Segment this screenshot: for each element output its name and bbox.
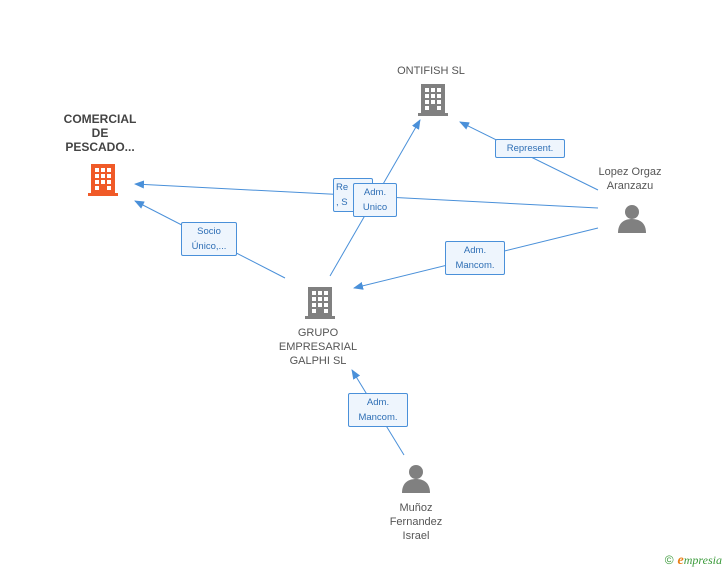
edge-label-line: Único,... [191,241,227,252]
node-label-line: PESCADO... [65,140,135,154]
node-label-comercial[interactable]: COMERCIAL DE PESCADO... [55,112,145,154]
edge-label-lopez-ontifish[interactable]: Represent. [495,139,565,158]
building-icon[interactable] [418,84,448,116]
edge-label-galphi-ontifish[interactable]: Adm. Unico [353,183,397,217]
edge-label-line: Re [336,182,349,193]
edge-label-line: Mancom. [455,260,495,271]
node-label-lopez[interactable]: Lopez Orgaz Aranzazu [582,165,678,193]
node-label-line: GALPHI SL [289,355,347,367]
node-label-line: GRUPO [297,327,339,339]
edge-label-line: , S [336,197,348,208]
copyright-icon: © [664,553,674,567]
edge-label-line: Adm. [463,245,487,256]
node-label-ontifish[interactable]: ONTIFISH SL [381,64,481,78]
edge-label-lopez-galphi[interactable]: Adm. Mancom. [445,241,505,275]
node-label-galphi[interactable]: GRUPO EMPRESARIAL GALPHI SL [268,326,368,368]
brand-logo-text: mpresia [683,553,722,567]
node-label-munoz[interactable]: Muñoz Fernandez Israel [368,501,464,543]
brand-logo-initial: e [677,553,684,568]
node-label-line: Israel [402,530,430,542]
edge-label-munoz-galphi[interactable]: Adm. Mancom. [348,393,408,427]
edge-label-line: Mancom. [358,412,398,423]
edge-label-line: Adm. [363,187,387,198]
node-label-line: Aranzazu [606,180,654,192]
node-label-line: COMERCIAL [63,112,137,126]
building-icon[interactable] [305,287,335,319]
node-label-line: Fernandez [389,516,443,528]
edge-label-line: Represent. [506,143,554,154]
edge-label-line: Adm. [366,397,390,408]
brand-footer[interactable]: ©empresia [665,553,722,569]
edge-label-line: Unico [362,202,388,213]
edge-label-galphi-comercial[interactable]: Socio Único,... [181,222,237,256]
person-icon[interactable] [402,465,430,493]
person-icon[interactable] [618,205,646,233]
edge-label-line: Socio [197,226,221,237]
node-label-line: Lopez Orgaz [598,166,662,178]
node-label-line: DE [91,126,109,140]
building-icon[interactable] [88,164,118,196]
node-label-line: Muñoz [399,502,433,514]
node-label-line: ONTIFISH SL [397,65,465,77]
node-label-line: EMPRESARIAL [278,341,358,353]
